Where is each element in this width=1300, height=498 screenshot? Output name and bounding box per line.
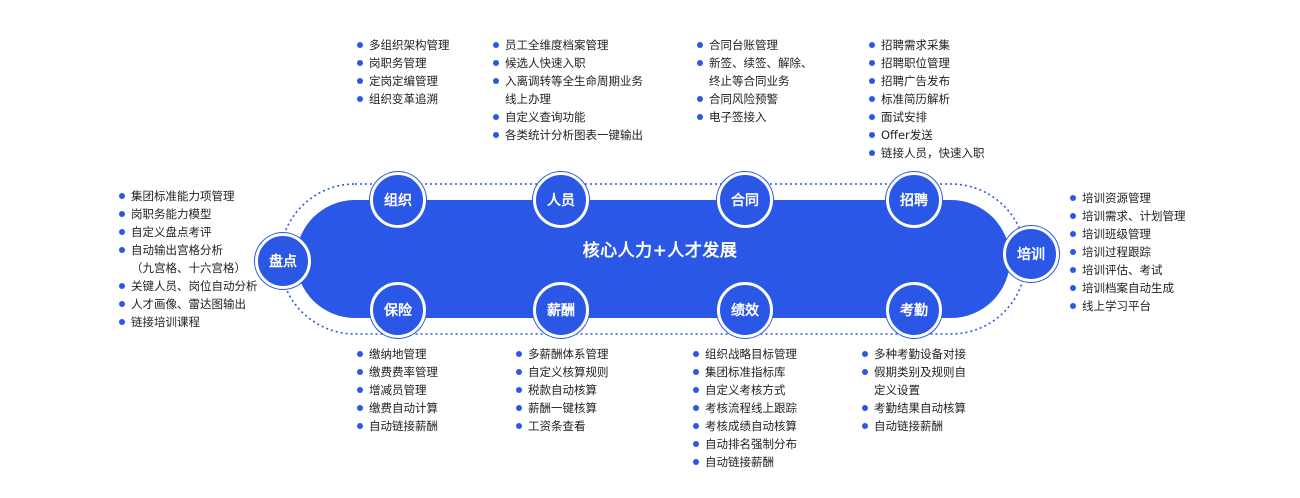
feature-item: 多组织架构管理 [357, 36, 450, 54]
node-baoxian[interactable]: 保险 [370, 282, 426, 338]
feature-item: 组织变革追溯 [357, 90, 450, 108]
feature-item: 自定义考核方式 [693, 381, 797, 399]
feature-item: 集团标准指标库 [693, 363, 797, 381]
feature-item: 缴纳地管理 [357, 345, 438, 363]
node-label: 绩效 [731, 303, 759, 319]
features-zhaopin: 招聘需求采集 招聘职位管理 招聘广告发布 标准简历解析 面试安排 Offer发送… [869, 36, 985, 162]
feature-item: 员工全维度档案管理 [493, 36, 643, 54]
node-label: 培训 [1017, 247, 1045, 263]
feature-item-continued: 线上办理 [505, 92, 551, 106]
feature-item: 考勤结果自动核算 [862, 399, 966, 417]
feature-item: 税款自动核算 [516, 381, 609, 399]
feature-item: 关键人员、岗位自动分析 [119, 277, 258, 295]
feature-item: 考核成绩自动核算 [693, 417, 797, 435]
feature-item: 自动链接薪酬 [357, 417, 438, 435]
node-label: 组织 [384, 193, 412, 209]
feature-item: 自定义盘点考评 [119, 223, 258, 241]
core-band [296, 200, 1010, 318]
feature-item: 自动排名强制分布 [693, 435, 797, 453]
node-kaoqin[interactable]: 考勤 [886, 282, 942, 338]
feature-item: 链接人员，快速入职 [869, 144, 985, 162]
features-hetong: 合同台账管理 新签、续签、解除、 终止等合同业务 合同风险预警 电子签接入 [697, 36, 813, 126]
node-renyuan[interactable]: 人员 [533, 172, 589, 228]
feature-item: 合同台账管理 [697, 36, 813, 54]
node-jixiao[interactable]: 绩效 [717, 282, 773, 338]
feature-item: 考核流程线上跟踪 [693, 399, 797, 417]
node-zhaopin[interactable]: 招聘 [886, 172, 942, 228]
feature-item: 培训班级管理 [1070, 225, 1186, 243]
feature-item: 多种考勤设备对接 [862, 345, 966, 363]
node-label: 考勤 [900, 303, 928, 319]
feature-item: 人才画像、雷达图输出 [119, 295, 258, 313]
node-label: 人员 [547, 193, 575, 209]
features-peixun: 培训资源管理 培训需求、计划管理 培训班级管理 培训过程跟踪 培训评估、考试 培… [1070, 189, 1186, 315]
feature-item: 各类统计分析图表一键输出 [493, 126, 643, 144]
feature-item-continued: （九宫格、十六宫格） [131, 261, 246, 275]
feature-item: 集团标准能力项管理 [119, 187, 258, 205]
feature-item: 培训需求、计划管理 [1070, 207, 1186, 225]
feature-item: 定岗定编管理 [357, 72, 450, 90]
feature-item: 岗职务能力模型 [119, 205, 258, 223]
feature-item: 候选人快速入职 [493, 54, 643, 72]
node-label: 招聘 [900, 193, 928, 209]
features-zuzhi: 多组织架构管理 岗职务管理 定岗定编管理 组织变革追溯 [357, 36, 450, 108]
node-xinchou[interactable]: 薪酬 [533, 282, 589, 338]
core-title: 核心人力+人才发展 [582, 241, 738, 261]
feature-item: 招聘需求采集 [869, 36, 985, 54]
features-jixiao: 组织战略目标管理 集团标准指标库 自定义考核方式 考核流程线上跟踪 考核成绩自动… [693, 345, 797, 471]
features-baoxian: 缴纳地管理 缴费费率管理 增减员管理 缴费自动计算 自动链接薪酬 [357, 345, 438, 435]
feature-item: 自动输出宫格分析 [119, 241, 258, 259]
feature-item: 增减员管理 [357, 381, 438, 399]
features-xinchou: 多薪酬体系管理 自定义核算规则 税款自动核算 薪酬一键核算 工资条查看 [516, 345, 609, 435]
feature-item: 新签、续签、解除、 [697, 54, 813, 72]
feature-item: 面试安排 [869, 108, 985, 126]
feature-item: 电子签接入 [697, 108, 813, 126]
features-renyuan: 员工全维度档案管理 候选人快速入职 入离调转等全生命周期业务 线上办理 自定义查… [493, 36, 643, 144]
feature-item: 组织战略目标管理 [693, 345, 797, 363]
features-pandian: 集团标准能力项管理 岗职务能力模型 自定义盘点考评 自动输出宫格分析 （九宫格、… [119, 187, 258, 331]
feature-item: 假期类别及规则自 [862, 363, 966, 381]
node-label: 保险 [384, 303, 412, 319]
feature-item: 岗职务管理 [357, 54, 450, 72]
feature-item: 招聘职位管理 [869, 54, 985, 72]
feature-item: 培训过程跟踪 [1070, 243, 1186, 261]
feature-item: 链接培训课程 [119, 313, 258, 331]
feature-item: 工资条查看 [516, 417, 609, 435]
node-hetong[interactable]: 合同 [717, 172, 773, 228]
node-pandian[interactable]: 盘点 [255, 233, 311, 289]
feature-item: 标准简历解析 [869, 90, 985, 108]
feature-item: 自动链接薪酬 [693, 453, 797, 471]
feature-item: 自动链接薪酬 [862, 417, 966, 435]
feature-item: 自定义核算规则 [516, 363, 609, 381]
features-kaoqin: 多种考勤设备对接 假期类别及规则自 定义设置 考勤结果自动核算 自动链接薪酬 [862, 345, 966, 435]
feature-item: 培训评估、考试 [1070, 261, 1186, 279]
node-zuzhi[interactable]: 组织 [370, 172, 426, 228]
feature-item: 招聘广告发布 [869, 72, 985, 90]
node-label: 合同 [731, 193, 759, 209]
feature-item: 线上学习平台 [1070, 297, 1186, 315]
feature-item-continued: 终止等合同业务 [709, 74, 790, 88]
node-label: 盘点 [269, 254, 297, 270]
feature-item: 缴费自动计算 [357, 399, 438, 417]
feature-item: 合同风险预警 [697, 90, 813, 108]
feature-item-continued: 定义设置 [874, 383, 920, 397]
feature-item: 缴费费率管理 [357, 363, 438, 381]
feature-item: 入离调转等全生命周期业务 [493, 72, 643, 90]
node-label: 薪酬 [547, 303, 575, 319]
node-peixun[interactable]: 培训 [1003, 226, 1059, 282]
feature-item: 自定义查询功能 [493, 108, 643, 126]
feature-item: Offer发送 [869, 126, 985, 144]
feature-item: 多薪酬体系管理 [516, 345, 609, 363]
feature-item: 培训档案自动生成 [1070, 279, 1186, 297]
feature-item: 培训资源管理 [1070, 189, 1186, 207]
feature-item: 薪酬一键核算 [516, 399, 609, 417]
